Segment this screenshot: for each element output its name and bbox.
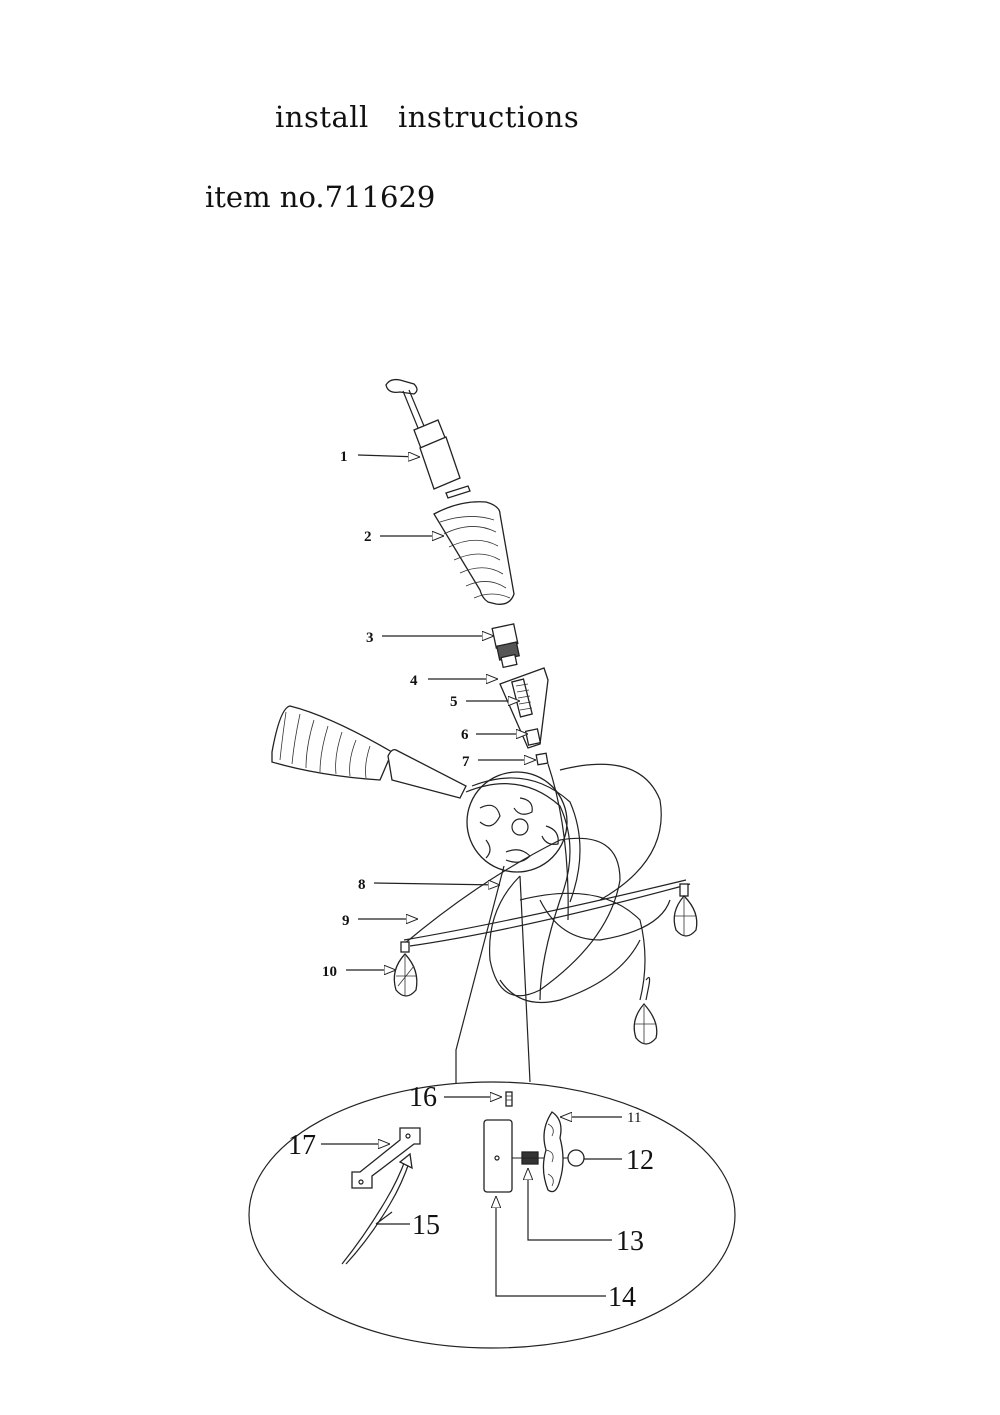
callout-2: 2 bbox=[364, 529, 372, 545]
part-7-joint bbox=[535, 752, 549, 766]
part-10-crystal-drops bbox=[393, 883, 698, 1045]
part-11-decorative-cover bbox=[542, 1111, 564, 1193]
callout-7: 7 bbox=[462, 754, 470, 770]
callout-8: 8 bbox=[358, 877, 366, 893]
detail-callout bbox=[248, 865, 736, 1349]
part-16-screw bbox=[505, 1091, 513, 1107]
part-1-bulb-holder bbox=[385, 378, 471, 499]
part-5-thread bbox=[511, 678, 533, 718]
part-9-arms bbox=[403, 763, 691, 1004]
part-15-wire bbox=[341, 1152, 413, 1265]
part-17-bracket bbox=[351, 1127, 421, 1189]
leader-lines bbox=[321, 455, 622, 1297]
callout-3: 3 bbox=[366, 630, 374, 646]
callout-13: 13 bbox=[616, 1226, 644, 1257]
part-6-nut bbox=[524, 728, 542, 746]
callout-5: 5 bbox=[450, 694, 458, 710]
callout-numbers: 1 2 3 4 5 6 7 8 9 10 11 12 13 14 15 16 1… bbox=[288, 449, 654, 1313]
crystal-right bbox=[673, 883, 698, 937]
part-3-socket bbox=[491, 623, 521, 669]
callout-14: 14 bbox=[608, 1282, 636, 1313]
callout-17: 17 bbox=[288, 1130, 316, 1161]
callout-16: 16 bbox=[409, 1082, 437, 1113]
callout-15: 15 bbox=[412, 1210, 440, 1241]
crystal-bottom bbox=[633, 977, 658, 1045]
callout-11: 11 bbox=[627, 1110, 641, 1126]
callout-1: 1 bbox=[340, 449, 348, 465]
part-12-finial bbox=[567, 1149, 585, 1167]
callout-12: 12 bbox=[626, 1145, 654, 1176]
page-title: install instructions bbox=[275, 100, 580, 134]
part-2-glass-shade bbox=[433, 501, 515, 605]
assembled-shade bbox=[271, 705, 467, 799]
crystal-left bbox=[393, 941, 418, 997]
callout-4: 4 bbox=[410, 673, 418, 689]
part-8-backplate bbox=[466, 771, 568, 873]
part-4-cup bbox=[499, 667, 549, 749]
callout-10: 10 bbox=[322, 964, 337, 980]
item-number: item no.711629 bbox=[205, 180, 436, 214]
callout-6: 6 bbox=[461, 727, 469, 743]
callout-9: 9 bbox=[342, 913, 350, 929]
